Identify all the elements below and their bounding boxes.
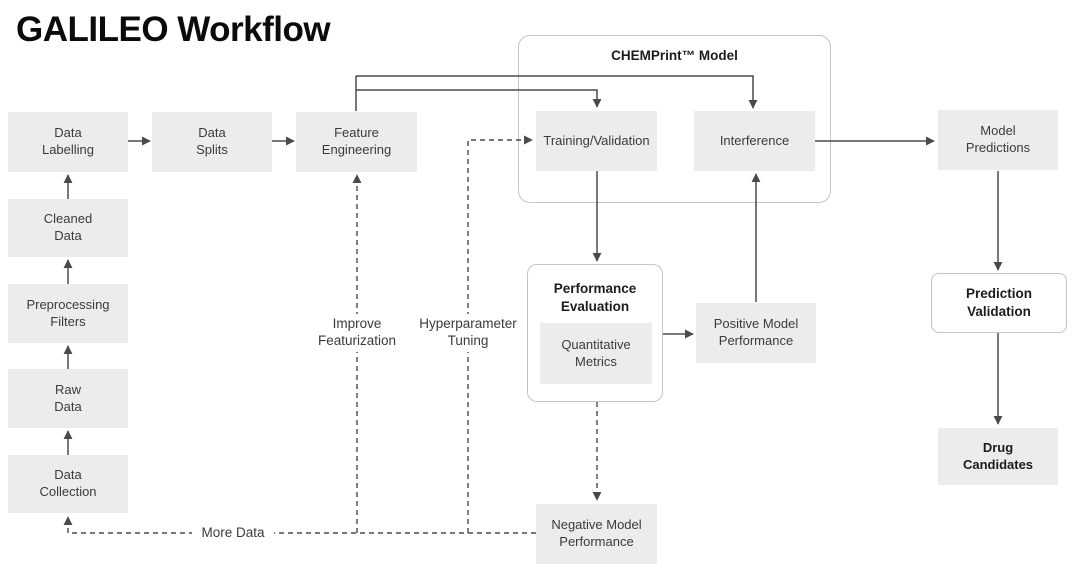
node-feature-engineering: Feature Engineering xyxy=(296,112,417,172)
node-negative-model-performance: Negative Model Performance xyxy=(536,504,657,564)
performance-evaluation-title: Performance Evaluation xyxy=(553,281,637,315)
node-prediction-validation: Prediction Validation xyxy=(931,273,1067,333)
node-drug-candidates: Drug Candidates xyxy=(938,428,1058,485)
node-positive-model-performance: Positive Model Performance xyxy=(696,303,816,363)
edge-label-improve-featurization: Improve Featurization xyxy=(311,314,403,352)
node-model-predictions: Model Predictions xyxy=(938,110,1058,170)
node-raw-data: Raw Data xyxy=(8,369,128,428)
node-quantitative-metrics: Quantitative Metrics xyxy=(540,323,652,384)
node-preprocessing-filters: Preprocessing Filters xyxy=(8,284,128,343)
node-interference: Interference xyxy=(694,111,815,171)
chemprint-model-title: CHEMPrint™ Model xyxy=(611,48,738,63)
page-title: GALILEO Workflow xyxy=(16,10,331,49)
node-training-validation: Training/Validation xyxy=(536,111,657,171)
edge-label-hyperparameter-tuning: Hyperparameter Tuning xyxy=(414,314,522,352)
node-cleaned-data: Cleaned Data xyxy=(8,199,128,257)
node-data-splits: Data Splits xyxy=(152,112,272,172)
node-data-labelling: Data Labelling xyxy=(8,112,128,172)
edge-label-more-data: More Data xyxy=(192,523,274,544)
performance-evaluation-container: Performance Evaluation Quantitative Metr… xyxy=(527,264,663,402)
node-data-collection: Data Collection xyxy=(8,455,128,513)
